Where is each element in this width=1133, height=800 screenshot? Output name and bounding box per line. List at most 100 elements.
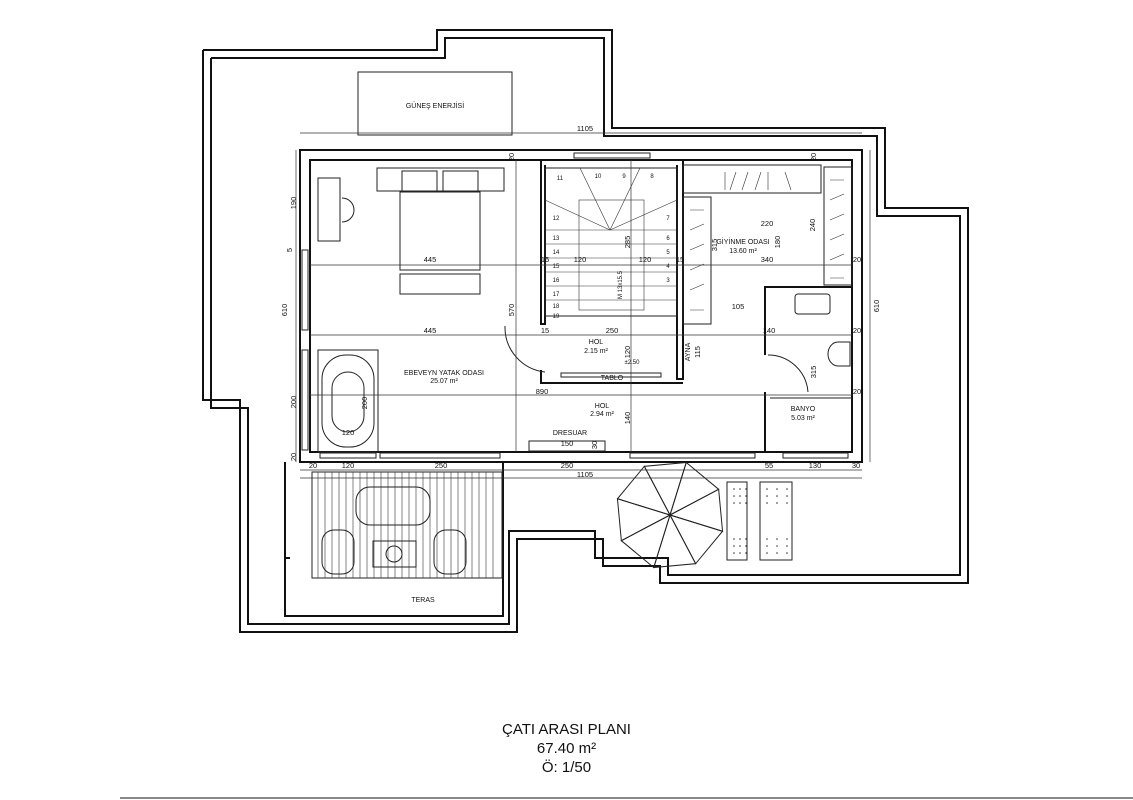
armchair (321, 529, 355, 575)
dim: 445 (424, 255, 437, 264)
dim: 120 (342, 461, 355, 470)
dim: 250 (561, 461, 574, 470)
dim: 120 (639, 255, 652, 264)
level-label: ±2.50 (625, 360, 641, 366)
toilet (827, 341, 851, 367)
wardrobe-right (823, 166, 853, 286)
stair-well (578, 199, 645, 311)
solar-panel (357, 71, 513, 136)
dim: 20 (809, 153, 818, 161)
dim: 30 (852, 461, 860, 470)
stair-treads (544, 167, 678, 301)
stair-step: 3 (666, 278, 670, 284)
dim: 120 (574, 255, 587, 264)
stair-wall-left (540, 160, 546, 325)
headboard (376, 167, 505, 192)
room-area-dressing: 13.60 m² (729, 248, 757, 255)
dim: 120 (623, 346, 632, 359)
exterior-wall (299, 149, 863, 463)
stair-step: 14 (553, 250, 560, 256)
stair-step: 19 (553, 314, 560, 320)
sunbed (726, 481, 748, 561)
plant (385, 545, 403, 563)
dim: 250 (606, 326, 619, 335)
window (782, 452, 849, 459)
window (301, 349, 309, 451)
dim: 250 (435, 461, 448, 470)
room-name-terrace: TERAS (411, 597, 435, 604)
stair-step: 15 (553, 264, 560, 270)
stair-step: 12 (553, 216, 560, 222)
dim: 130 (809, 461, 822, 470)
plan-title: ÇATI ARASI PLANI (502, 721, 631, 738)
dim: 1105 (577, 470, 593, 479)
dimension-labels: 445 445 890 610 610 190 5 200 20 570 250… (280, 150, 881, 479)
bathtub-inner (331, 371, 365, 433)
dim: 30 (590, 441, 599, 449)
bath-door-swing (767, 354, 809, 393)
dim: 20 (853, 255, 861, 264)
dim: 315 (809, 366, 818, 379)
dim: 5 (285, 248, 294, 252)
dim: 20 (309, 461, 317, 470)
dim: 20 (853, 326, 861, 335)
window (319, 452, 377, 459)
dresuar-label: DRESUAR (553, 430, 587, 437)
room-area-bath: 5.03 m² (791, 415, 815, 422)
roof-outline-inner (210, 37, 961, 625)
dim: 140 (763, 326, 776, 335)
bench (399, 273, 481, 295)
dim: 120 (342, 428, 355, 437)
window (573, 152, 651, 159)
hall-wall (540, 370, 683, 384)
dim: 20 (289, 453, 298, 461)
dim: 240 (808, 219, 817, 232)
room-area-bedroom: 25.07 m² (430, 378, 458, 385)
dim: 15 (541, 255, 549, 264)
stair-step: 4 (666, 264, 670, 270)
chair (341, 197, 355, 223)
sofa (355, 486, 431, 526)
terrace-edge (284, 462, 504, 617)
stair-step: 6 (666, 236, 670, 242)
dim: 610 (872, 300, 881, 313)
tablo-label: TABLO (601, 375, 624, 382)
deck-boards (317, 472, 494, 578)
dim: 150 (561, 439, 574, 448)
plan-scale: Ö: 1/50 (541, 759, 592, 776)
dim: 180 (773, 236, 782, 249)
window (629, 452, 756, 459)
plan-area: 67.40 m² (536, 740, 597, 757)
stair-step: 17 (553, 292, 560, 298)
stair-step: 16 (553, 278, 560, 284)
solar-label: GÜNEŞ ENERJİSİ (406, 101, 464, 110)
desk (317, 177, 341, 242)
dim: 115 (693, 346, 702, 358)
tablo-bar (560, 372, 662, 378)
dim: 890 (536, 387, 549, 396)
dim: 140 (623, 412, 632, 425)
bath-wall (764, 286, 852, 355)
stair-label: M 13x15.5 (618, 270, 624, 299)
dim: 570 (507, 304, 516, 317)
hanger-marks (689, 171, 845, 311)
dim: 190 (289, 197, 298, 210)
wardrobe-left (682, 196, 712, 325)
dim: 200 (289, 396, 298, 409)
dim: 20 (853, 387, 861, 396)
room-area-hall2: 2.94 m² (590, 411, 614, 418)
armchair (433, 529, 467, 575)
deck (311, 471, 503, 579)
wardrobe-top (682, 164, 822, 194)
sunbed-cushion-dots (733, 488, 788, 554)
dim: 55 (765, 461, 773, 470)
staircase (544, 167, 678, 317)
bathtub (321, 354, 375, 448)
window (379, 452, 501, 459)
pillow (442, 170, 479, 192)
dim: 20 (507, 153, 516, 161)
stair-step: 8 (650, 174, 654, 180)
dim: 15 (676, 255, 684, 264)
sunbed (759, 481, 793, 561)
